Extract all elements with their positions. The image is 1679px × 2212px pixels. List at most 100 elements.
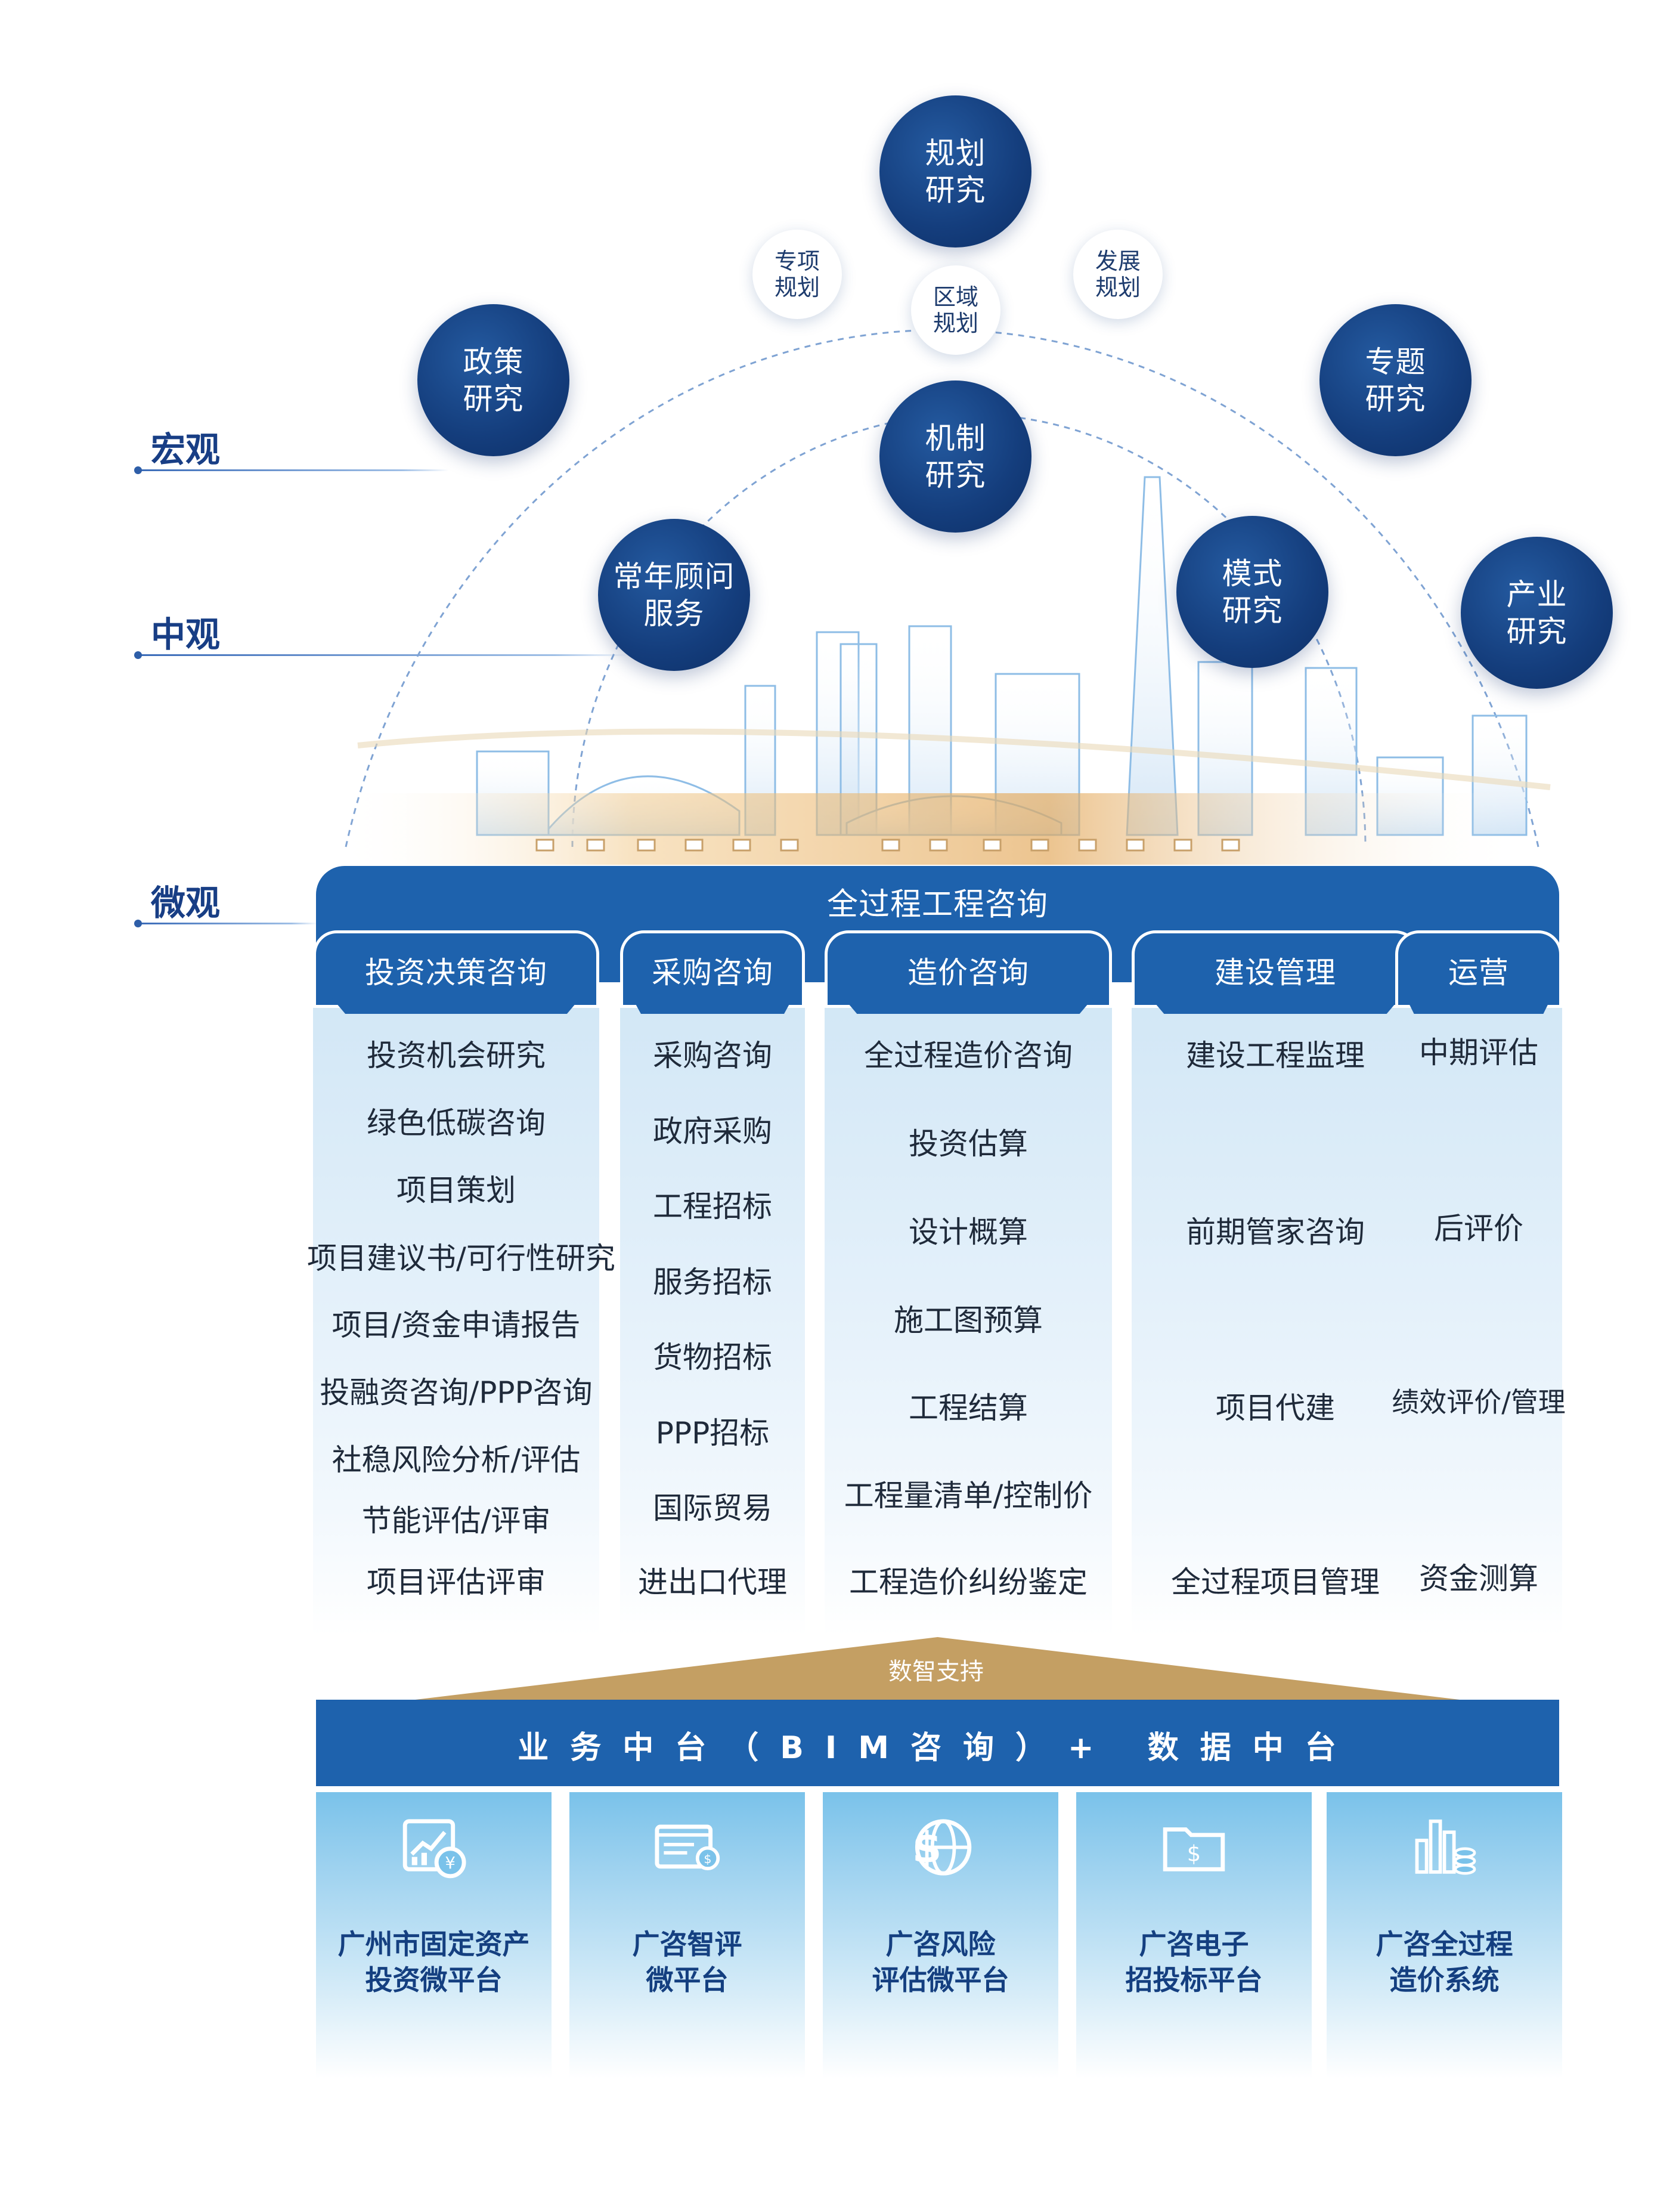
column-header[interactable]: 采购咨询 bbox=[620, 930, 805, 1008]
light-streak bbox=[334, 793, 1526, 865]
service-item[interactable]: 服务招标 bbox=[653, 1265, 772, 1300]
small-circle-label: 专项 规划 bbox=[774, 248, 820, 301]
column-title: 运营 bbox=[1448, 955, 1509, 990]
platform-bar: 业务中台（BIM咨询）+ 数据中台 bbox=[316, 1700, 1559, 1786]
bars-coins-icon bbox=[1415, 1819, 1476, 1875]
column-header[interactable]: 造价咨询 bbox=[825, 930, 1112, 1008]
platform-card[interactable]: $ 广咨电子 招投标平台 bbox=[1076, 1792, 1312, 2078]
header-notch bbox=[1132, 997, 1419, 1021]
level-dot bbox=[134, 651, 142, 659]
service-item[interactable]: 全过程项目管理 bbox=[1171, 1565, 1380, 1600]
svg-text:$: $ bbox=[912, 1823, 942, 1873]
circle-label: 规划 研究 bbox=[925, 135, 986, 208]
service-item[interactable]: 工程造价纠纷鉴定 bbox=[849, 1565, 1088, 1600]
service-item[interactable]: 社稳风险分析/评估 bbox=[332, 1443, 581, 1477]
service-item[interactable]: 绿色低碳咨询 bbox=[367, 1106, 546, 1140]
service-item[interactable]: 货物招标 bbox=[653, 1340, 772, 1375]
service-item[interactable]: 绩效评价/管理 bbox=[1392, 1386, 1566, 1418]
service-item[interactable]: 采购咨询 bbox=[653, 1038, 772, 1073]
service-item[interactable]: 前期管家咨询 bbox=[1186, 1215, 1365, 1249]
column-title: 投资决策咨询 bbox=[365, 955, 547, 990]
level-dot bbox=[134, 466, 142, 474]
service-item[interactable]: PPP招标 bbox=[655, 1416, 770, 1450]
platform-bar-title: 业务中台（BIM咨询）+ 数据中台 bbox=[518, 1730, 1358, 1766]
circle-label: 机制 研究 bbox=[925, 420, 986, 493]
circle-topic-research[interactable]: 专题 研究 bbox=[1319, 304, 1472, 456]
platform-name: 广咨电子 招投标平台 bbox=[1125, 1928, 1263, 1996]
platform-card[interactable]: $ 广咨风险 评估微平台 bbox=[823, 1792, 1058, 2078]
service-item[interactable]: 建设工程监理 bbox=[1186, 1038, 1365, 1073]
light-curve bbox=[357, 728, 1551, 790]
level-line bbox=[139, 654, 628, 656]
column-operation: 运营 中期评估 后评价 绩效评价/管理 资金测算 bbox=[1392, 930, 1566, 1637]
service-item[interactable]: 资金测算 bbox=[1419, 1561, 1538, 1596]
platform-card[interactable]: 广咨全过程 造价系统 bbox=[1327, 1792, 1562, 2078]
level-line bbox=[139, 469, 449, 471]
column-title: 采购咨询 bbox=[652, 955, 773, 990]
column-panel bbox=[1395, 997, 1562, 1637]
platform-name: 广咨智评 微平台 bbox=[632, 1928, 742, 1996]
small-circle-special-planning[interactable]: 专项 规划 bbox=[752, 230, 842, 319]
column-header[interactable]: 建设管理 bbox=[1132, 930, 1419, 1008]
column-investment-decision: 投资决策咨询 投资机会研究 绿色低碳咨询 项目策划 项目建议书/可行性研究 项目… bbox=[307, 930, 615, 1637]
service-item[interactable]: 工程结算 bbox=[909, 1391, 1028, 1425]
circle-label: 政策 研究 bbox=[463, 344, 524, 416]
service-item[interactable]: 政府采购 bbox=[653, 1114, 772, 1149]
service-item[interactable]: 项目建议书/可行性研究 bbox=[307, 1241, 615, 1276]
circle-label: 产业 研究 bbox=[1506, 577, 1568, 649]
platform-name: 广咨风险 评估微平台 bbox=[872, 1928, 1009, 1996]
column-panel bbox=[313, 997, 599, 1637]
service-item[interactable]: 工程招标 bbox=[653, 1189, 772, 1224]
service-item[interactable]: 项目策划 bbox=[396, 1173, 516, 1208]
circle-advisory-service[interactable]: 常年顾问 服务 bbox=[598, 519, 750, 671]
level-label: 中观 bbox=[151, 614, 221, 655]
circle-industry-research[interactable]: 产业 研究 bbox=[1461, 537, 1613, 689]
service-item[interactable]: 节能评估/评审 bbox=[361, 1503, 551, 1538]
header-notch bbox=[1395, 997, 1562, 1021]
circle-planning-research[interactable]: 规划 研究 bbox=[879, 95, 1031, 248]
small-circle-development-planning[interactable]: 发展 规划 bbox=[1073, 230, 1163, 319]
small-circle-regional-planning[interactable]: 区域 规划 bbox=[911, 265, 1000, 355]
service-item[interactable]: 投资估算 bbox=[909, 1127, 1028, 1161]
folder-dollar-icon: $ bbox=[1163, 1827, 1225, 1871]
column-panel bbox=[1132, 997, 1419, 1637]
service-item[interactable]: 项目/资金申请报告 bbox=[332, 1308, 581, 1342]
column-panel bbox=[825, 997, 1112, 1637]
service-item[interactable]: 施工图预算 bbox=[894, 1303, 1043, 1338]
service-item[interactable]: 工程量清单/控制价 bbox=[844, 1478, 1093, 1513]
column-cost-consulting: 造价咨询 全过程造价咨询 投资估算 设计概算 施工图预算 工程结算 工程量清单/… bbox=[825, 930, 1112, 1637]
service-item[interactable]: 全过程造价咨询 bbox=[864, 1038, 1073, 1073]
service-item[interactable]: 投融资咨询/PPP咨询 bbox=[320, 1375, 593, 1410]
support-label: 数智支持 bbox=[888, 1658, 984, 1685]
circle-model-research[interactable]: 模式 研究 bbox=[1176, 516, 1328, 668]
service-item[interactable]: 国际贸易 bbox=[653, 1491, 772, 1526]
column-header[interactable]: 运营 bbox=[1395, 930, 1562, 1008]
circle-policy-research[interactable]: 政策 研究 bbox=[417, 304, 569, 456]
platform-name: 广咨全过程 造价系统 bbox=[1376, 1928, 1513, 1996]
level-line bbox=[139, 923, 318, 924]
circle-label: 常年顾问 服务 bbox=[613, 559, 735, 631]
service-item[interactable]: 项目代建 bbox=[1216, 1391, 1335, 1425]
column-procurement: 采购咨询 采购咨询 政府采购 工程招标 服务招标 货物招标 PPP招标 国际贸易… bbox=[620, 930, 805, 1637]
circle-mechanism-research[interactable]: 机制 研究 bbox=[879, 380, 1031, 533]
globe-dollar-icon: $ bbox=[912, 1819, 972, 1876]
circle-label: 模式 研究 bbox=[1222, 556, 1283, 628]
rail-markers bbox=[535, 839, 1240, 852]
service-item[interactable]: 项目评估评审 bbox=[367, 1565, 546, 1600]
service-item[interactable]: 投资机会研究 bbox=[367, 1038, 546, 1073]
circle-label: 专题 研究 bbox=[1365, 344, 1426, 416]
column-title: 造价咨询 bbox=[907, 955, 1029, 990]
platform-card[interactable]: ¥ 广州市固定资产 投资微平台 bbox=[316, 1792, 552, 2078]
column-header[interactable]: 投资决策咨询 bbox=[313, 930, 599, 1008]
platform-name: 广州市固定资产 投资微平台 bbox=[337, 1928, 530, 1996]
main-banner-title: 全过程工程咨询 bbox=[826, 887, 1048, 923]
header-notch bbox=[825, 997, 1112, 1021]
service-item[interactable]: 进出口代理 bbox=[638, 1565, 787, 1600]
service-item[interactable]: 设计概算 bbox=[909, 1215, 1028, 1249]
service-item[interactable]: 后评价 bbox=[1434, 1211, 1523, 1246]
header-notch bbox=[313, 997, 599, 1021]
platform-card[interactable]: $ 广咨智评 微平台 bbox=[569, 1792, 805, 2078]
service-item[interactable]: 中期评估 bbox=[1419, 1035, 1538, 1070]
svg-text:$: $ bbox=[1187, 1841, 1201, 1867]
level-dot bbox=[134, 920, 142, 927]
